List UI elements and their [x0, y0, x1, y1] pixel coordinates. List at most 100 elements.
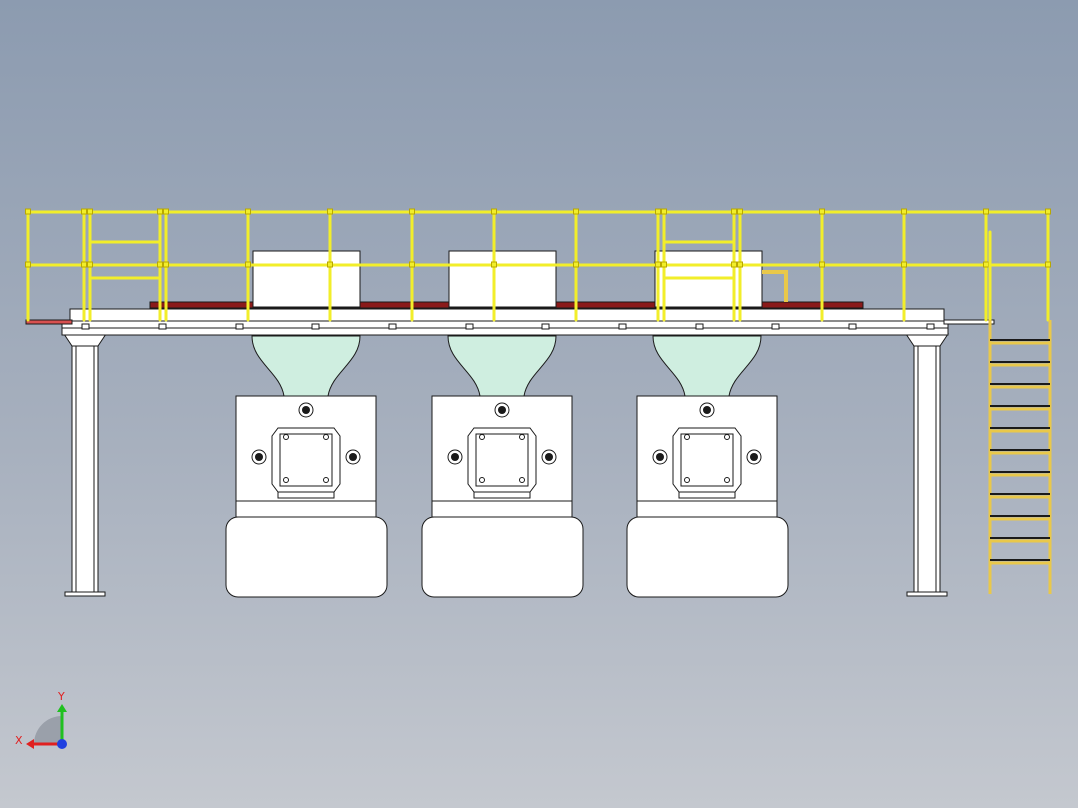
deck-bolt-clip: [465, 323, 474, 330]
flange-bolt: [479, 434, 485, 440]
railing-post-cap: [87, 208, 93, 215]
access-ladder: [988, 320, 1052, 594]
railing-post-cap: [163, 208, 169, 215]
railing-post-cap: [409, 208, 415, 215]
machine-units: [225, 395, 789, 598]
deck-bolt-clip: [618, 323, 627, 330]
railing-post-cap: [25, 208, 31, 215]
housing-base: [636, 500, 778, 518]
column-base-plate: [906, 591, 948, 597]
railing-joint: [245, 261, 251, 268]
mounting-bolt-head: [255, 453, 263, 461]
railing-post-cap: [737, 208, 743, 215]
pipe-elbow: [762, 270, 788, 302]
railing-post-cap: [573, 208, 579, 215]
railing-joint: [983, 261, 989, 268]
flange-plate-inner: [475, 433, 529, 487]
x-axis-arrowhead: [26, 739, 34, 749]
hoppers: [251, 335, 762, 397]
deck-bolt-clip: [158, 323, 167, 330]
flange-bolt: [479, 477, 485, 483]
column-cap-bracket: [63, 333, 107, 347]
triad-sector: [34, 716, 62, 744]
flange-bolt: [724, 434, 730, 440]
railing-joint: [87, 261, 93, 268]
railing-joint: [661, 261, 667, 268]
railing-joint: [409, 261, 415, 268]
mounting-bolt-head: [349, 453, 357, 461]
hopper-funnel: [652, 335, 762, 397]
railing-post-cap: [655, 208, 661, 215]
mounting-bolt-head: [451, 453, 459, 461]
flange-bolt: [519, 477, 525, 483]
railing-joint: [901, 261, 907, 268]
railing-post-cap: [491, 208, 497, 215]
hopper-funnel: [251, 335, 361, 397]
railing-joint: [737, 261, 743, 268]
mounting-bolt-head: [750, 453, 758, 461]
railing-joint: [157, 261, 163, 268]
railing-joint: [731, 261, 737, 268]
railing-joint: [327, 261, 333, 268]
railing-post-cap: [1045, 208, 1051, 215]
mounting-bolt-head: [302, 406, 310, 414]
railing-joint: [81, 261, 87, 268]
y-axis-arrowhead: [57, 704, 67, 712]
railing-joint: [819, 261, 825, 268]
x-axis-label: X: [15, 734, 23, 747]
flange-foot: [678, 491, 736, 499]
flange-foot: [473, 491, 531, 499]
railing-post-cap: [983, 208, 989, 215]
deck-bolt-clip: [388, 323, 397, 330]
deck-bolt-clip: [541, 323, 550, 330]
motor-body: [225, 516, 388, 598]
flange-bolt: [283, 434, 289, 440]
flange-bolt: [323, 434, 329, 440]
guard-railing: [25, 208, 1051, 322]
coordinate-triad: X Y: [15, 690, 67, 749]
deck-bolt-clip: [771, 323, 780, 330]
mounting-bolt-head: [703, 406, 711, 414]
flange-bolt: [519, 434, 525, 440]
support-columns: [63, 333, 949, 597]
railing-joint: [655, 261, 661, 268]
deck-cabinet: [448, 250, 557, 308]
flange-foot: [277, 491, 335, 499]
deck-bolt-clip: [81, 323, 90, 330]
railing-post-cap: [819, 208, 825, 215]
railing-joint: [491, 261, 497, 268]
railing-post-cap: [661, 208, 667, 215]
motor-body: [626, 516, 789, 598]
deck-plate: [69, 308, 945, 322]
deck-bolt-clip: [926, 323, 935, 330]
deck-bolt-clip: [848, 323, 857, 330]
mounting-bolt-head: [656, 453, 664, 461]
flange-bolt: [283, 477, 289, 483]
flange-plate-inner: [279, 433, 333, 487]
flange-bolt: [724, 477, 730, 483]
railing-post-cap: [901, 208, 907, 215]
flange-bolt: [323, 477, 329, 483]
deck-bolt-clip: [311, 323, 320, 330]
flange-plate-inner: [680, 433, 734, 487]
deck-bolt-clip: [695, 323, 704, 330]
deck-bolt-clip: [235, 323, 244, 330]
railing-post-cap: [731, 208, 737, 215]
mounting-bolt-head: [545, 453, 553, 461]
hopper-funnel: [447, 335, 557, 397]
railing-post-cap: [327, 208, 333, 215]
deck-extension-left: [25, 319, 73, 325]
railing-joint: [163, 261, 169, 268]
railing-joint: [573, 261, 579, 268]
railing-post-cap: [245, 208, 251, 215]
flange-bolt: [684, 434, 690, 440]
column-cap-bracket: [905, 333, 949, 347]
deck-cabinet: [252, 250, 361, 308]
mounting-bolt-head: [498, 406, 506, 414]
railing-joint: [25, 261, 31, 268]
railing-post-cap: [157, 208, 163, 215]
railing-joint: [1045, 261, 1051, 268]
z-axis-dot: [57, 739, 67, 749]
